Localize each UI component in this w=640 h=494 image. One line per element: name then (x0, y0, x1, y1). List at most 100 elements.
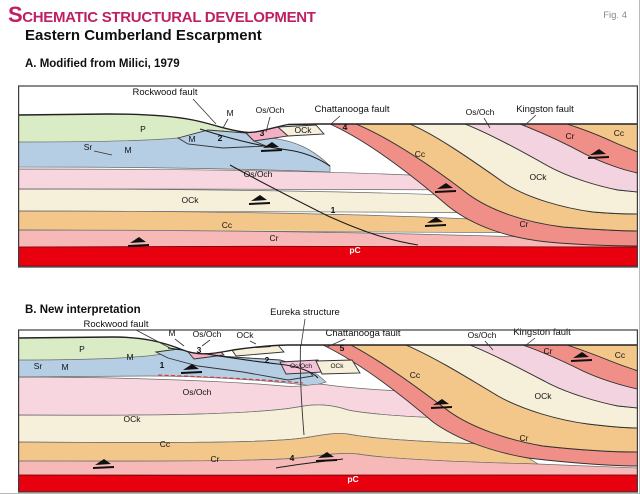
layer-cr-salmon (18, 453, 638, 476)
unit-label: M (188, 134, 195, 144)
rockwood-decollement-dashed (157, 374, 304, 384)
ground-surface (18, 336, 638, 355)
leader-line (93, 150, 113, 156)
leader-line (135, 329, 171, 349)
unit-label: OCk (331, 363, 345, 370)
leader-line (524, 337, 536, 347)
slice-ock-cream (276, 124, 325, 137)
sky (18, 84, 638, 133)
page-title-lead: S (8, 2, 23, 27)
leader-line (249, 340, 257, 345)
unit-label: OCk (124, 414, 142, 424)
thrust-arrow (435, 183, 456, 193)
unit-label: M (226, 108, 233, 118)
leader-line (222, 118, 229, 129)
thrust-arrow (588, 149, 609, 159)
number-label: 3 (260, 128, 265, 138)
leader-line (265, 116, 271, 133)
unit-label: M (168, 328, 175, 338)
fault-label: Rockwood fault (133, 87, 198, 98)
unit-label: M (61, 362, 68, 372)
basement-pc (18, 474, 638, 493)
fault-label: Chattanooga fault (314, 104, 389, 115)
sheet-corner-cc-orange (566, 344, 638, 372)
fault-label: Eureka structure (270, 307, 340, 318)
number-label: 4 (343, 122, 348, 132)
thrust-arrow (249, 195, 270, 205)
unit-label: M (126, 352, 133, 362)
fault-1-line (229, 164, 419, 246)
unit-label: Os/Och (193, 329, 222, 339)
unit-label: Cr (211, 454, 220, 464)
fault-label: Chattanooga fault (325, 328, 400, 339)
sky (18, 300, 638, 354)
panel-b-heading: B. New interpretation (25, 304, 141, 316)
slice-m-blue (176, 129, 267, 149)
unit-label: Os/Och (466, 107, 495, 117)
figure-subtitle: Eastern Cumberland Escarpment (25, 27, 262, 44)
figure-number: Fig. 4 (603, 10, 627, 21)
unit-label: Sr (34, 361, 43, 371)
unit-label: Os/Och (256, 105, 285, 115)
ground-surface (18, 113, 638, 134)
unit-label: Cc (222, 220, 233, 230)
panel-b-border (18, 329, 638, 493)
panel-b-labels: Rockwood fault Eureka structureChattanoog… (34, 307, 626, 484)
unit-label: Cr (566, 131, 575, 141)
number-label: 5 (340, 343, 345, 353)
unit-label: OCk (295, 125, 313, 135)
unit-label: Cc (160, 439, 171, 449)
unit-label: pC (349, 245, 360, 255)
fault-label: Rockwood fault (84, 319, 149, 330)
basement-pc (18, 245, 638, 267)
unit-label: Cc (615, 350, 626, 360)
page-title-rest: CHEMATIC STRUCTURAL DEVELOPMENT (22, 9, 316, 26)
unit-label: P (140, 124, 146, 134)
number-label: 3 (197, 345, 202, 355)
slice-ock-cream-small (315, 359, 361, 375)
leader-line (300, 318, 306, 347)
thrust-arrow (425, 217, 446, 227)
unit-label: P (79, 344, 85, 354)
leader-line (330, 115, 341, 125)
panel-a-border (18, 85, 638, 268)
unit-label: Cr (544, 346, 553, 356)
unit-label: Cr (520, 433, 529, 443)
leader-line (483, 117, 491, 129)
thrust-arrow (316, 452, 337, 462)
leader-line (174, 338, 185, 347)
leader-line (201, 339, 211, 347)
thrust-arrow (128, 237, 149, 247)
thrust-arrow (93, 459, 114, 469)
unit-label: Os/Och (290, 363, 312, 370)
fault-label: Kingston fault (513, 327, 571, 338)
unit-label: Cr (270, 233, 279, 243)
thrust-arrow (571, 352, 592, 362)
number-label: 1 (331, 205, 336, 215)
unit-label: OCk (182, 195, 200, 205)
unit-label: Sr (84, 142, 93, 152)
unit-label: Os/Och (468, 330, 497, 340)
leader-line (484, 340, 494, 351)
number-label: 1 (160, 360, 165, 370)
unit-label: Cc (614, 128, 625, 138)
unit-label: OCk (535, 391, 553, 401)
thrust-arrow (181, 364, 202, 374)
page-title: SCHEMATIC STRUCTURAL DEVELOPMENT (8, 2, 316, 28)
unit-label: pC (347, 474, 358, 484)
leader-line (523, 114, 537, 127)
unit-label: Os/Och (183, 387, 212, 397)
unit-label: M (124, 145, 131, 155)
fault-label: Kingston fault (516, 104, 574, 115)
cross-section-b: Rockwood fault Eureka structureChattanoog… (18, 300, 638, 493)
leader-line (192, 98, 217, 125)
thrust-arrow (431, 399, 452, 409)
unit-label: Cc (410, 370, 421, 380)
rockwood-fault-line (199, 128, 331, 167)
panel-a-heading: A. Modified from Milici, 1979 (25, 58, 180, 70)
unit-label: OCk (530, 172, 548, 182)
unit-label: Cr (520, 219, 529, 229)
unit-label: OCk (237, 330, 255, 340)
